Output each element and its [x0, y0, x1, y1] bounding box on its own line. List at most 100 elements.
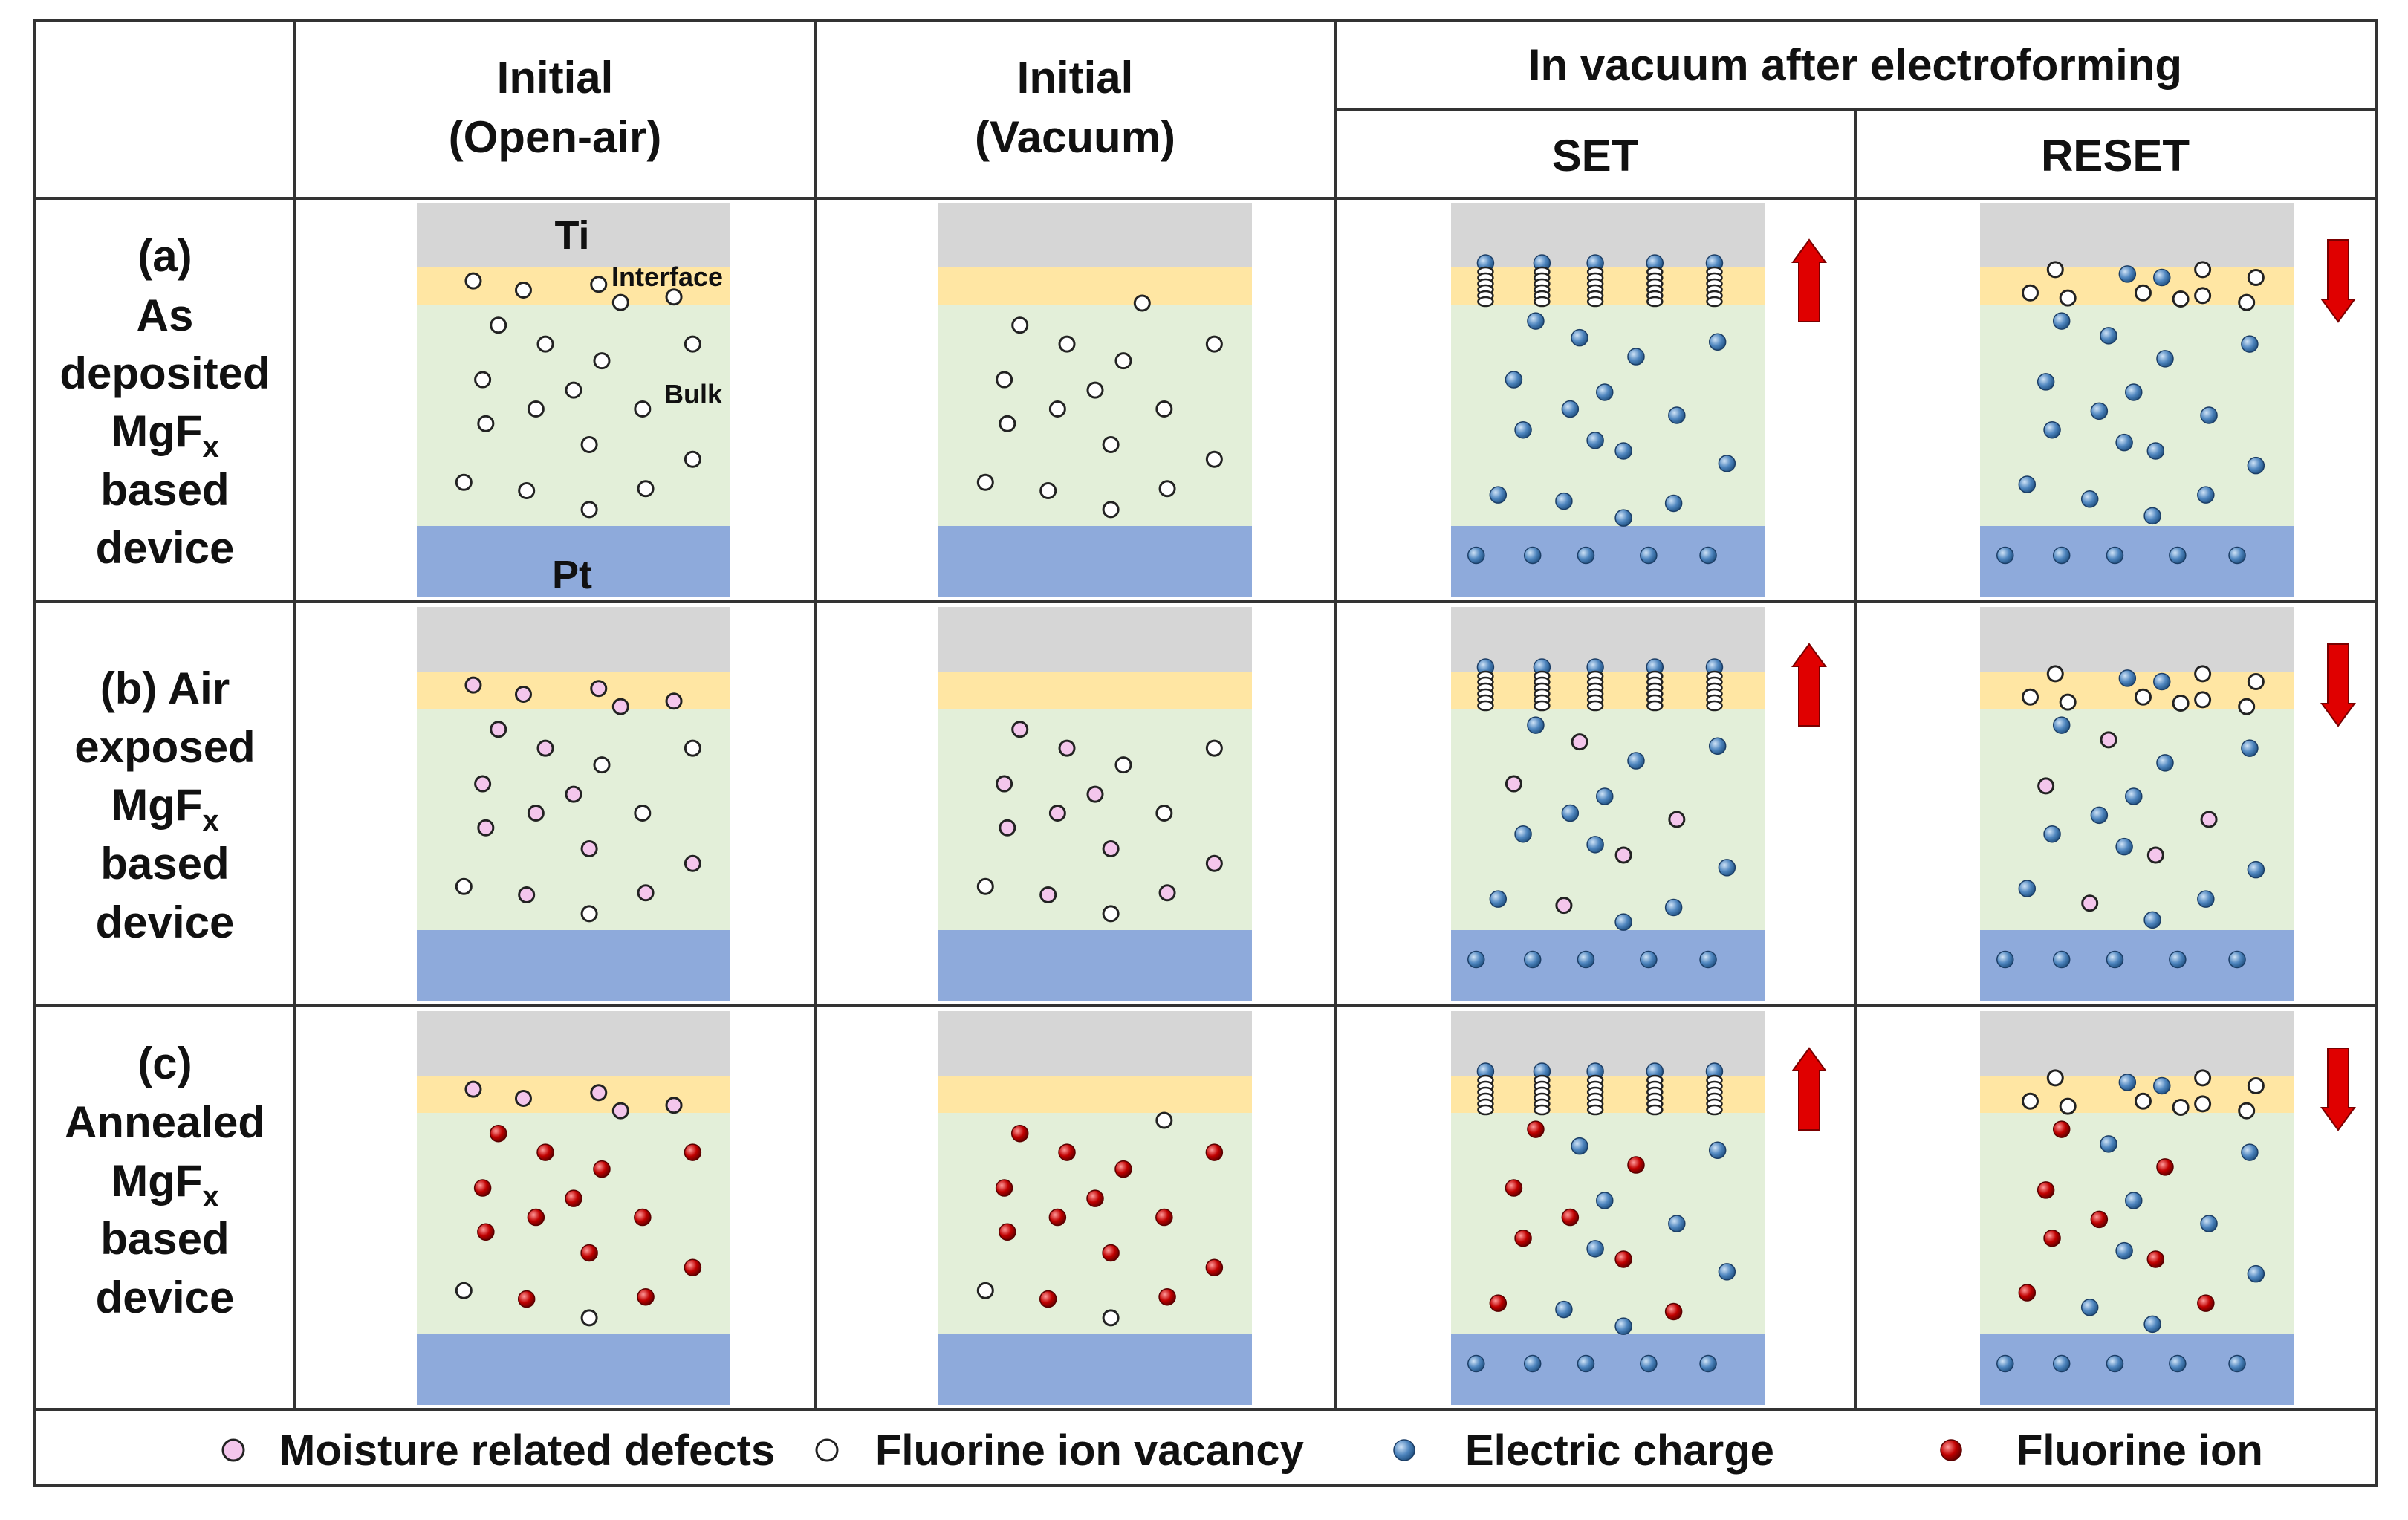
electric-charge-dot	[2153, 1076, 2171, 1095]
row-c-line3: MgFx	[111, 1156, 219, 1213]
fluorine-vacancy-dot	[2046, 261, 2064, 279]
electric-charge-dot	[2043, 420, 2061, 439]
filament-vacancy-ring	[1586, 1104, 1604, 1116]
moisture-defect-dot	[2200, 811, 2218, 828]
interface-layer	[938, 267, 1252, 305]
filament-vacancy-ring	[1477, 1104, 1494, 1116]
electric-charge-dot	[2037, 373, 2055, 391]
bottom-electrode-layer	[1980, 1334, 2294, 1405]
electric-charge-dot	[1523, 1354, 1542, 1373]
header-initial-open-air-line2: (Open-air)	[449, 112, 662, 162]
fluorine-ion-dot	[1514, 1229, 1532, 1247]
fluorine-ion-dot	[1527, 1120, 1545, 1138]
electric-charge-dot	[2197, 890, 2215, 908]
moisture-defect-dot	[514, 686, 532, 704]
electric-charge-dot	[2200, 406, 2218, 424]
fluorine-vacancy-dot	[2172, 694, 2190, 712]
device-stack	[1451, 607, 1765, 1001]
bulk-layer	[417, 1113, 730, 1334]
moisture-defect-dot	[637, 884, 655, 902]
moisture-defect-dot	[1614, 846, 1632, 864]
fluorine-vacancy-dot	[634, 805, 652, 822]
filament-vacancy-ring	[1706, 1104, 1723, 1116]
moisture-defect-dot	[1555, 897, 1573, 915]
electric-charge-dot	[2197, 486, 2215, 504]
electric-charge-dot	[1708, 737, 1727, 756]
bottom-electrode-layer	[1980, 526, 2294, 597]
fluorine-vacancy-dot	[2194, 1095, 2212, 1113]
filament-vacancy-ring	[1586, 296, 1604, 308]
arrow-down-icon	[2320, 1048, 2356, 1131]
fluorine-vacancy-dot	[2172, 290, 2190, 308]
legend: Moisture related defects Fluorine ion va…	[221, 1426, 2263, 1475]
fluorine-ion-dot	[1561, 1208, 1580, 1227]
fluorine-vacancy-dot	[2134, 284, 2152, 302]
arrow-up-icon	[1791, 643, 1827, 727]
set-arrow	[1791, 1047, 1827, 1131]
fluorine-vacancy-dot	[611, 293, 629, 311]
electric-charge-dot	[1555, 492, 1573, 510]
fluorine-ion-dot	[2018, 1284, 2037, 1302]
fluorine-vacancy-dot	[1011, 316, 1029, 334]
moisture-defect-dot	[1571, 733, 1588, 751]
filament-vacancy-ring	[1646, 296, 1664, 308]
moisture-defect-dot	[464, 676, 482, 694]
moisture-defect-dot	[590, 680, 608, 698]
electric-charge-dot	[2118, 1074, 2137, 1091]
filament-vacancy-ring	[1477, 296, 1494, 308]
electric-charge-dot	[2052, 716, 2071, 734]
electric-charge-dot	[1640, 950, 1658, 969]
bottom-electrode-layer	[1980, 930, 2294, 1001]
electric-charge-dot	[2090, 402, 2109, 420]
electric-charge-dot	[1489, 890, 1508, 908]
moisture-defect-dot	[1102, 839, 1120, 857]
row-b-line5: device	[96, 897, 235, 947]
bottom-electrode-layer	[938, 526, 1252, 597]
electric-charge-dot	[1699, 950, 1717, 969]
fluorine-ion-dot	[473, 1179, 492, 1197]
interface-layer	[938, 672, 1252, 709]
moisture-defect-dot	[2037, 777, 2055, 795]
electric-charge-dot	[2241, 335, 2259, 353]
interface-layer	[417, 672, 730, 709]
electric-charge-dot	[1571, 328, 1588, 347]
moisture-defect-dot	[1011, 721, 1029, 738]
electric-charge-dot	[2052, 312, 2071, 330]
bottom-electrode-layer	[938, 1334, 1252, 1405]
fluorine-vacancy-dot	[2247, 1077, 2265, 1094]
row-label-a: (a) As deposited MgFx based device	[59, 231, 270, 573]
moisture-defect-dot	[490, 721, 507, 738]
fluorine-ion-dot	[1102, 1244, 1120, 1262]
fluorine-vacancy-dot	[1155, 805, 1173, 822]
electric-charge-dot	[2156, 754, 2174, 772]
row-b-line2: exposed	[74, 722, 255, 772]
bottom-electrode-layer	[1451, 930, 1765, 1001]
fluorine-ion-dot	[1086, 1189, 1104, 1207]
fluorine-ion-dot	[2052, 1120, 2071, 1138]
filament-vacancy-ring	[1646, 1104, 1664, 1116]
fluorine-ion-dot	[1614, 1250, 1632, 1268]
electric-charge-dot	[2052, 546, 2071, 565]
electric-charge-dot	[1708, 1141, 1727, 1160]
bottom-electrode-layer	[1451, 526, 1765, 597]
electric-charge-dot	[2043, 825, 2061, 843]
legend-moisture-icon	[221, 1438, 245, 1462]
electric-charge-dot	[2052, 950, 2071, 969]
moisture-defect-dot	[996, 775, 1013, 793]
electric-charge-dot	[1586, 836, 1604, 854]
fluorine-vacancy-dot	[1102, 435, 1120, 453]
fluorine-vacancy-dot	[1048, 400, 1066, 418]
electric-charge-dot	[2153, 268, 2171, 287]
fluorine-ion-dot	[1664, 1302, 1683, 1321]
fluorine-vacancy-dot	[2247, 269, 2265, 286]
electric-charge-dot	[2100, 1135, 2117, 1153]
fluorine-vacancy-dot	[1205, 739, 1223, 757]
fluorine-ion-dot	[1010, 1124, 1029, 1143]
electric-charge-dot	[1614, 442, 1632, 460]
electric-charge-dot	[1664, 898, 1683, 917]
electric-charge-dot	[1561, 400, 1580, 418]
fluorine-ion-dot	[2197, 1294, 2215, 1312]
moisture-defect-dot	[684, 854, 701, 872]
filament-vacancy-ring	[1534, 296, 1551, 308]
arrow-down-icon	[2320, 643, 2356, 727]
